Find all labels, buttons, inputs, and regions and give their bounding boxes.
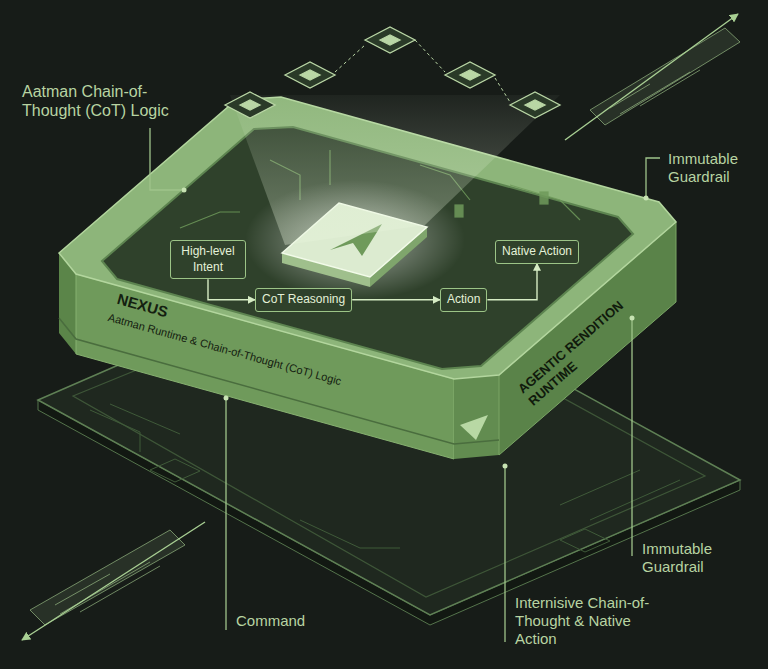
module-core (240, 100, 260, 110)
trace (300, 520, 400, 548)
trace (590, 480, 680, 520)
callout-label: Internisive Chain-of-Thought & Native Ac… (515, 594, 675, 648)
process-box: High-level Intent (170, 240, 246, 279)
leader-dots (182, 188, 649, 469)
process-box: Action (440, 288, 487, 312)
leader-line (631, 320, 632, 556)
leader-line (150, 128, 181, 190)
leader-line (504, 468, 505, 642)
box-text: Action (447, 292, 480, 308)
process-box: CoT Reasoning (255, 288, 352, 312)
trace (110, 404, 180, 434)
stream-arrow (22, 522, 205, 640)
leader-dot (503, 464, 508, 469)
module (445, 62, 495, 88)
board-chip (150, 459, 200, 482)
module (510, 92, 560, 118)
module (225, 92, 275, 118)
leader-lines (150, 128, 660, 642)
board-chip (560, 529, 610, 552)
module-core (460, 70, 480, 80)
data-stream (590, 28, 740, 125)
flow-arrow (487, 264, 537, 300)
callout-label: Immutable Guardrail (668, 150, 763, 186)
light-beam (230, 95, 560, 245)
module-core (380, 35, 400, 45)
data-stream (30, 530, 185, 625)
logo-mark (460, 415, 488, 440)
trace (560, 470, 640, 505)
dotted-link (335, 40, 510, 102)
callout-label: Command (236, 612, 305, 630)
module-core (525, 100, 545, 110)
trace (180, 212, 240, 228)
leader-line (225, 400, 226, 630)
trace (510, 185, 580, 220)
trace (90, 410, 140, 452)
box-text: High-level Intent (177, 244, 239, 275)
floating-modules (225, 27, 560, 118)
leader-dot (644, 196, 649, 201)
tray-bevel (454, 375, 499, 459)
box-text: Native Action (502, 244, 572, 260)
data-lines (610, 70, 700, 114)
trace-pad (455, 205, 463, 217)
module (285, 62, 335, 88)
flow-arrow (352, 299, 440, 300)
module-core (300, 70, 320, 80)
module (365, 27, 415, 53)
box-text: CoT Reasoning (262, 292, 345, 308)
callout-label: Aatman Chain-of-Thought (CoT) Logic (22, 82, 202, 120)
leader-dot (224, 396, 229, 401)
leader-dot (182, 188, 187, 193)
process-box: Native Action (495, 240, 579, 264)
stream-arrow (565, 14, 738, 140)
leader-line (646, 158, 660, 196)
trace-pad (540, 192, 548, 204)
leader-dot (630, 316, 635, 321)
callout-label: Immutable Guardrail (642, 540, 752, 576)
data-lines (55, 562, 160, 614)
flow-arrow (208, 279, 255, 300)
